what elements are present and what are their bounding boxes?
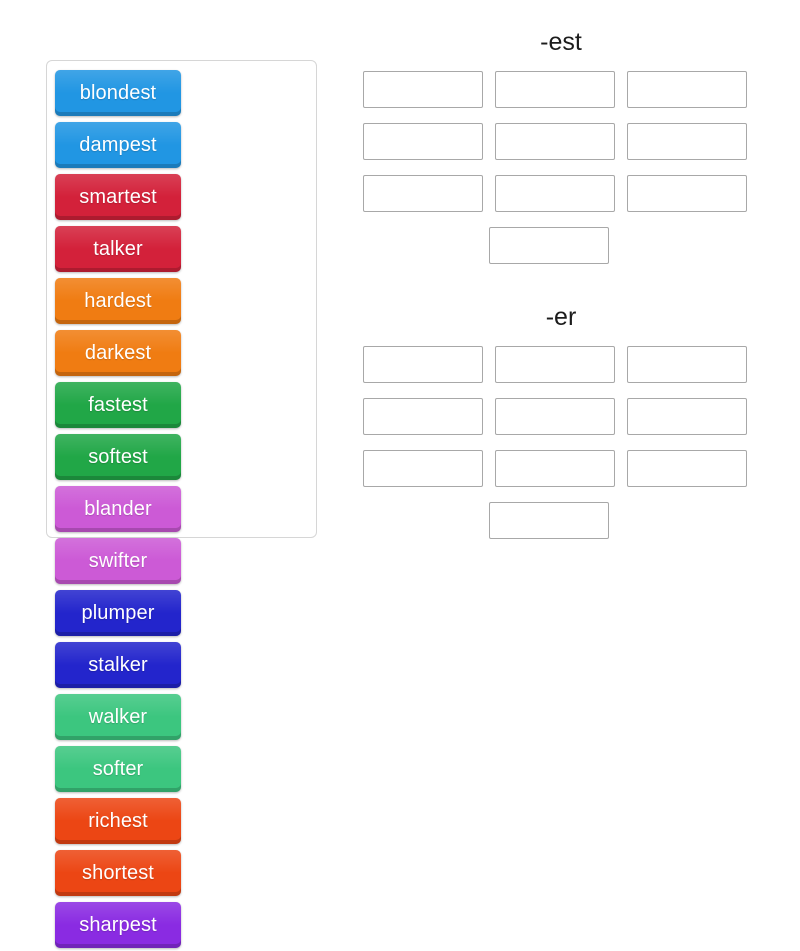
word-tile[interactable]: walker [55,694,181,740]
drop-slot[interactable] [495,398,615,435]
activity-stage: blondest dampest smartest talker hardest dark… [46,30,770,948]
drop-slot[interactable] [627,123,747,160]
word-tile[interactable]: smartest [55,174,181,220]
drop-slot[interactable] [495,346,615,383]
drop-slot[interactable] [627,71,747,108]
word-tile[interactable]: plumper [55,590,181,636]
word-tile[interactable]: talker [55,226,181,272]
drop-slot[interactable] [627,398,747,435]
word-tile[interactable]: shortest [55,850,181,896]
word-tile[interactable]: richest [55,798,181,844]
word-tile-tray: blondest dampest smartest talker hardest dark… [46,60,317,948]
drop-slot[interactable] [489,227,609,264]
word-tile[interactable]: softer [55,746,181,792]
drop-slot[interactable] [363,346,483,383]
drop-slot[interactable] [495,123,615,160]
word-tile[interactable]: hardest [55,278,181,324]
word-tile[interactable]: fastest [55,382,181,428]
word-tile[interactable]: sharpest [55,902,181,948]
drop-slot-grid-est [357,71,771,279]
group-heading-er: -er [545,303,577,331]
drop-slot[interactable] [495,450,615,487]
drop-slot[interactable] [363,175,483,212]
word-tile[interactable]: swifter [55,538,181,584]
word-tile[interactable]: softest [55,434,181,480]
word-tile[interactable]: stalker [55,642,181,688]
drop-slot[interactable] [627,175,747,212]
word-tile[interactable]: darkest [55,330,181,376]
word-tile-grid: blondest dampest smartest talker hardest dark… [52,67,311,951]
word-tile[interactable]: dampest [55,122,181,168]
drop-slot[interactable] [495,71,615,108]
drop-slot[interactable] [495,175,615,212]
drop-zone-group-est: -est [340,30,770,279]
drop-slot[interactable] [489,502,609,539]
drop-slot[interactable] [363,123,483,160]
word-tile[interactable]: blondest [55,70,181,116]
drop-zone-group-er: -er [340,305,770,554]
drop-slot[interactable] [363,398,483,435]
group-heading-est: -est [540,28,582,56]
drop-slot[interactable] [363,71,483,108]
drop-slot-grid-er [357,346,771,554]
drop-slot[interactable] [627,346,747,383]
word-tile[interactable]: blander [55,486,181,532]
drop-slot[interactable] [627,450,747,487]
drop-slot[interactable] [363,450,483,487]
